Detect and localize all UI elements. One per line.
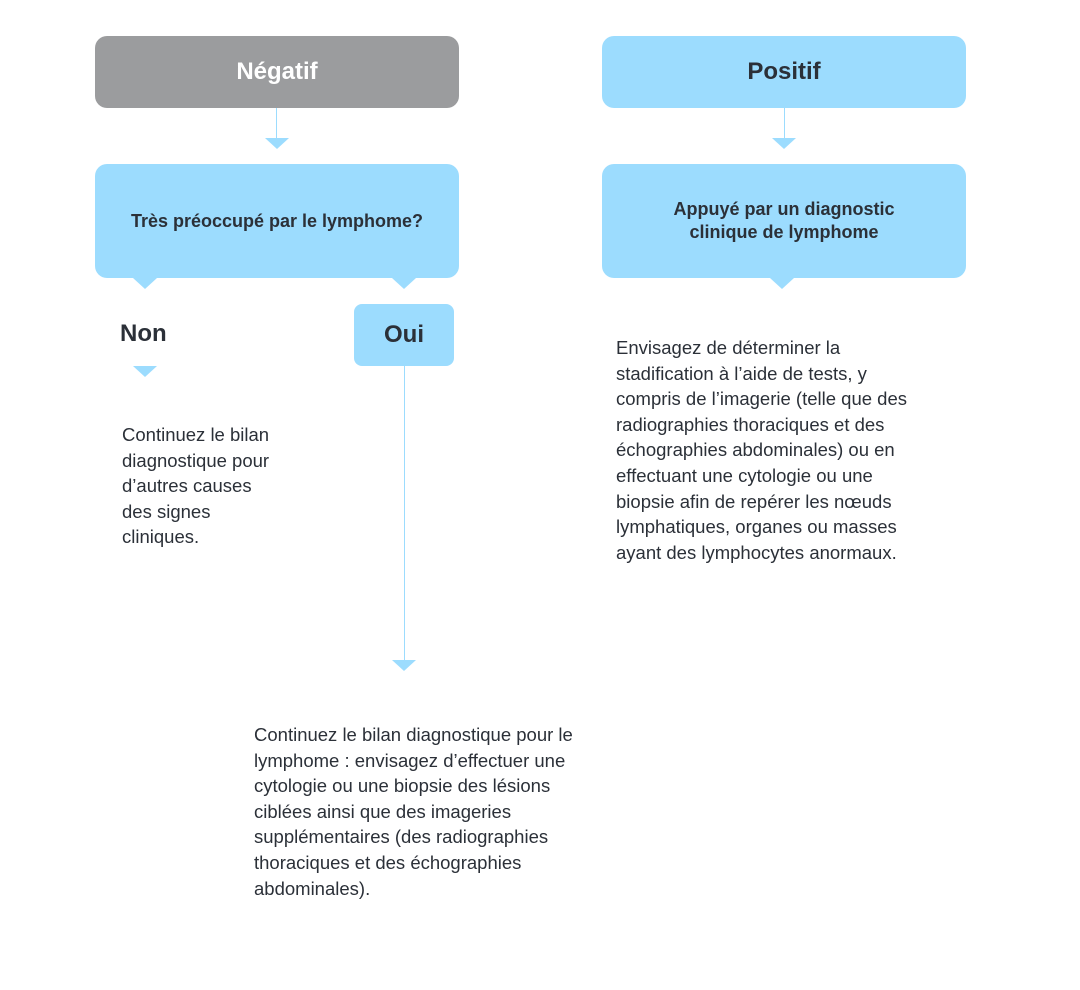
no-label: Non <box>120 320 167 347</box>
yes-label: Oui <box>384 321 424 348</box>
connector-line <box>276 108 277 138</box>
positive-header: Positif <box>602 36 966 108</box>
question-box-positive: Appuyé par un diagnostic clinique de lym… <box>602 164 966 278</box>
question-positive: Appuyé par un diagnostic clinique de lym… <box>673 199 895 242</box>
arrow-down-icon <box>772 138 796 149</box>
pointer-no-icon <box>133 278 157 289</box>
question-negative: Très préoccupé par le lymphome? <box>130 210 424 231</box>
no-branch-text: Continuez le bilan diagnostique pour d’a… <box>122 424 270 548</box>
arrow-down-icon <box>133 366 157 377</box>
yes-box: Oui <box>354 304 454 366</box>
pointer-positive-icon <box>770 278 794 289</box>
arrow-down-icon <box>392 660 416 671</box>
negative-header: Négatif <box>95 36 459 108</box>
negative-title: Négatif <box>236 58 318 85</box>
positive-title: Positif <box>747 58 821 85</box>
yes-branch-text: Continuez le bilan diagnostique pour le … <box>254 724 573 899</box>
positive-text: Envisagez de déterminer la stadification… <box>616 337 907 563</box>
arrow-down-icon <box>265 138 289 149</box>
pointer-yes-icon <box>392 278 416 289</box>
question-box-negative: Très préoccupé par le lymphome? <box>95 164 459 278</box>
connector-line-long <box>404 366 405 660</box>
connector-line <box>784 108 785 138</box>
